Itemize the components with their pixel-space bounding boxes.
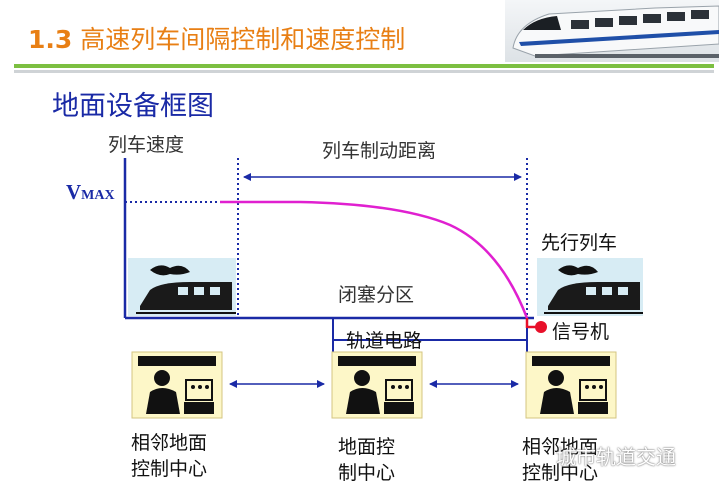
header-rule-shadow	[14, 70, 714, 73]
signal-label: 信号机	[552, 321, 610, 343]
center-left-line1: 相邻地面	[131, 432, 208, 454]
control-center-image-right	[525, 351, 617, 419]
braking-curve	[220, 200, 529, 319]
center-left-line2: 控制中心	[131, 458, 208, 480]
y-axis-label: 列车速度	[108, 134, 185, 156]
header-train-image	[505, 0, 719, 62]
vmax-label: VMAX	[66, 180, 115, 204]
slide-title: 1.3 高速列车间隔控制和速度控制	[28, 20, 405, 56]
center-right-line1: 相邻地面	[522, 436, 599, 458]
leading-train-image	[537, 258, 643, 316]
header-rule	[14, 64, 714, 68]
control-center-image-middle	[331, 351, 423, 419]
block-section-label: 闭塞分区	[338, 284, 415, 306]
center-middle-line2: 制中心	[338, 462, 396, 484]
left-train-image	[128, 258, 236, 316]
center-right-line2: 控制中心	[522, 462, 599, 484]
section-number: 1.3	[28, 25, 73, 54]
center-middle-line1: 地面控	[338, 436, 396, 458]
diagram-subtitle: 地面设备框图	[52, 91, 214, 122]
braking-distance-label: 列车制动距离	[322, 140, 437, 162]
track-circuit-label: 轨道电路	[346, 330, 423, 352]
watermark: 城市轨道交通	[556, 445, 676, 469]
signal-lamp	[535, 321, 547, 333]
leading-train-label: 先行列车	[541, 232, 618, 254]
control-center-image-left	[131, 351, 223, 419]
section-title: 高速列车间隔控制和速度控制	[80, 25, 406, 54]
